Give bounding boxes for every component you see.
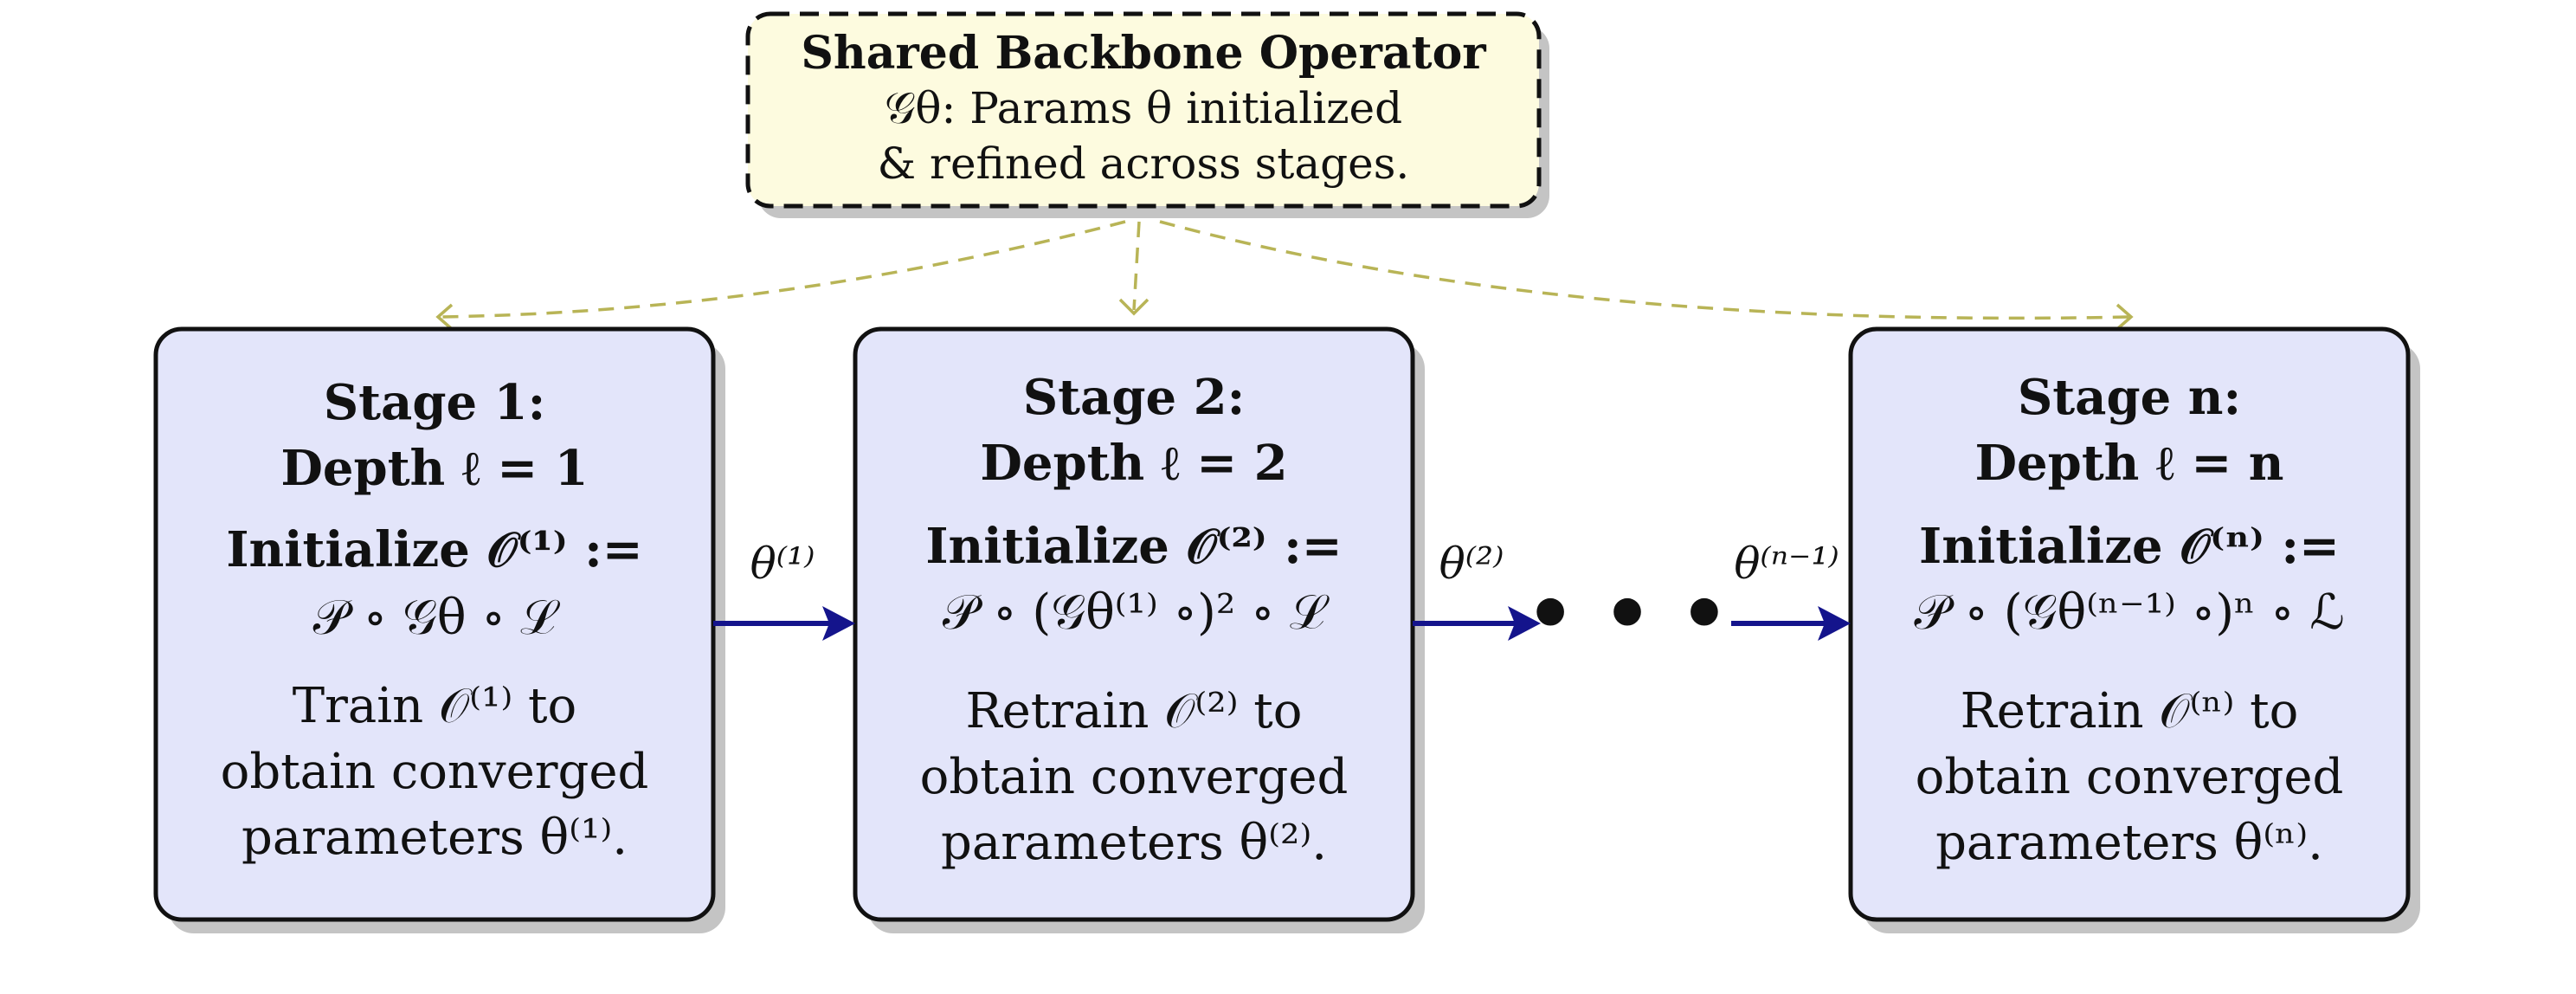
stage-1-train-line-1: Train 𝒪⁽¹⁾ to — [293, 678, 577, 734]
stage-n-node: Stage n: Depth ℓ = n Initialize 𝒪⁽ⁿ⁾ := … — [1848, 326, 2420, 933]
stage-1-node: Stage 1: Depth ℓ = 1 Initialize 𝒪⁽¹⁾ := … — [153, 326, 725, 933]
backbone-link-stage-2 — [1132, 221, 1141, 311]
backbone-title: Shared Backbone Operator — [801, 27, 1486, 80]
backbone-line-1: 𝒢θ: Params θ initialized — [885, 83, 1402, 133]
stage-n-train-line-3: parameters θ⁽ⁿ⁾. — [1935, 815, 2323, 871]
stage-1-title: Stage 1: — [324, 374, 546, 431]
stage-ellipsis: • • • — [1525, 568, 1729, 660]
stage-2-train-line-2: obtain converged — [920, 749, 1349, 805]
stage-1-init-line-1: Initialize 𝒪⁽¹⁾ := — [226, 521, 642, 578]
stage-2-init-line-1: Initialize 𝒪⁽²⁾ := — [925, 518, 1342, 575]
backbone-link-stage-1 — [439, 220, 1126, 319]
stage-n-init-line-2: 𝒫 ∘ (𝒢θ⁽ⁿ⁻¹⁾ ∘)ⁿ ∘ ℒ — [1914, 584, 2344, 641]
flow-arrow-n: θ⁽ⁿ⁻¹⁾ — [1731, 539, 1851, 641]
stage-2-train-line-1: Retrain 𝒪⁽²⁾ to — [966, 683, 1303, 739]
backbone-node: Shared Backbone Operator 𝒢θ: Params θ in… — [745, 11, 1549, 218]
backbone-line-2: & refined across stages. — [878, 139, 1410, 189]
stage-2-init-line-2: 𝒫 ∘ (𝒢θ⁽¹⁾ ∘)² ∘ ℒ — [943, 584, 1330, 641]
stage-n-init-line-1: Initialize 𝒪⁽ⁿ⁾ := — [1919, 518, 2340, 575]
stage-n-box — [1848, 326, 2411, 922]
stage-1-init-line-2: 𝒫 ∘ 𝒢θ ∘ ℒ — [313, 590, 561, 646]
arrow-label-theta-1: θ⁽¹⁾ — [750, 539, 815, 589]
backbone-link-stage-n-head — [2116, 303, 2134, 331]
stage-n-train-line-2: obtain converged — [1916, 749, 2344, 805]
stage-1-train-line-2: obtain converged — [221, 744, 649, 800]
stage-n-train-line-1: Retrain 𝒪⁽ⁿ⁾ to — [1961, 683, 2299, 739]
flow-arrow-2: θ⁽²⁾ — [1413, 539, 1541, 641]
stage-2-node: Stage 2: Depth ℓ = 2 Initialize 𝒪⁽²⁾ := … — [853, 326, 1425, 933]
arrow-label-theta-2: θ⁽²⁾ — [1439, 539, 1504, 589]
backbone-link-stage-2-head — [1118, 298, 1150, 316]
arrow-label-theta-n-minus-1: θ⁽ⁿ⁻¹⁾ — [1734, 539, 1839, 589]
stage-2-depth: Depth ℓ = 2 — [980, 435, 1287, 492]
stage-2-title: Stage 2: — [1023, 369, 1246, 426]
stage-n-depth: Depth ℓ = n — [1974, 435, 2283, 492]
flow-arrow-1: θ⁽¹⁾ — [713, 539, 855, 641]
stage-1-train-line-3: parameters θ⁽¹⁾. — [242, 810, 628, 866]
stage-n-title: Stage n: — [2018, 369, 2241, 426]
stage-2-train-line-3: parameters θ⁽²⁾. — [941, 815, 1327, 871]
backbone-box — [745, 11, 1542, 209]
backbone-link-stage-1-head — [435, 303, 454, 331]
backbone-link-stage-n — [1159, 220, 2130, 320]
backbone-links — [435, 220, 2134, 331]
stage-1-depth: Depth ℓ = 1 — [280, 440, 588, 497]
